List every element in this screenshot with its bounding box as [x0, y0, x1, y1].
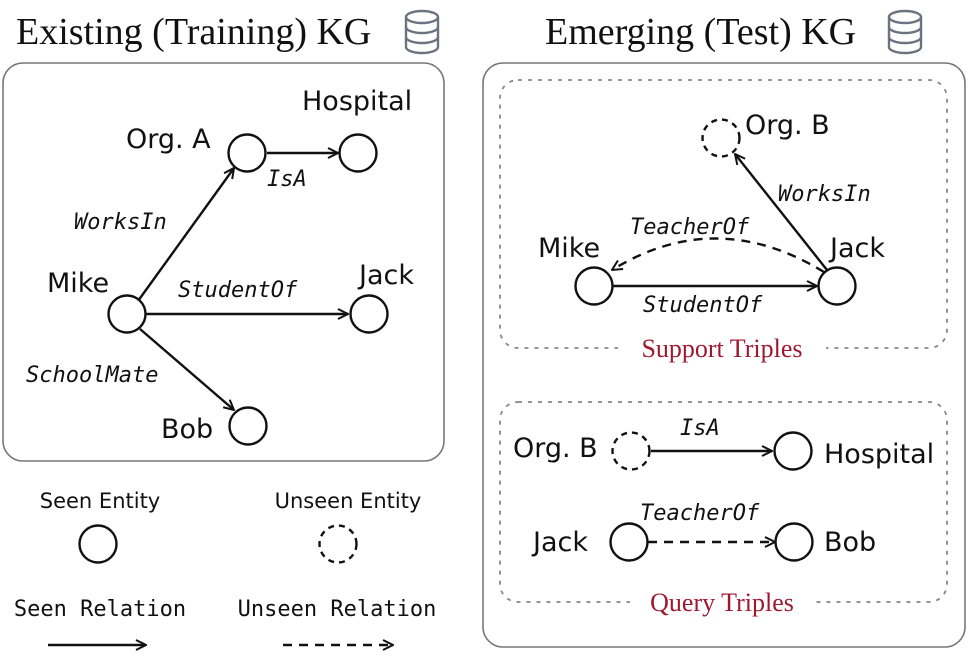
- label-jack-query: Jack: [531, 527, 588, 558]
- legend-seen-relation-label: Seen Relation: [14, 597, 186, 622]
- support-triples-label: Support Triples: [641, 334, 802, 363]
- label-org-a: Org. A: [126, 124, 211, 155]
- rel-label-worksin-support: WorksIn: [778, 182, 871, 207]
- existing-kg-panel: [2, 62, 445, 462]
- entity-jack: [349, 294, 389, 334]
- label-org-b-support: Org. B: [745, 110, 830, 141]
- rel-label-studentof: StudentOf: [178, 278, 298, 303]
- database-icon: [887, 9, 923, 55]
- rel-label-isa: IsA: [267, 167, 307, 192]
- database-icon: [404, 9, 440, 55]
- label-mike: Mike: [47, 268, 109, 299]
- entity-bob-query: [774, 522, 814, 562]
- emerging-kg-panel: [482, 62, 966, 648]
- entity-org-b-query: [611, 431, 651, 471]
- label-bob-query: Bob: [824, 527, 876, 558]
- legend-seen-entity-icon: [78, 524, 118, 564]
- emerging-kg-title: Emerging (Test) KG: [545, 11, 856, 53]
- rel-label-teacherof-query: TeacherOf: [640, 501, 760, 526]
- rel-label-teacherof-support: TeacherOf: [630, 215, 750, 240]
- entity-mike: [107, 294, 147, 334]
- entity-jack-support: [817, 266, 857, 306]
- entity-org-a: [227, 133, 267, 173]
- query-label-bg: [630, 588, 816, 618]
- entity-org-b-support: [701, 118, 741, 158]
- entity-hospital: [338, 133, 378, 173]
- label-bob: Bob: [161, 414, 213, 445]
- label-jack-support: Jack: [828, 233, 885, 264]
- label-hospital-query: Hospital: [824, 439, 934, 470]
- label-hospital: Hospital: [302, 86, 412, 117]
- legend-seen-entity-label: Seen Entity: [40, 489, 160, 513]
- rel-label-studentof-support: StudentOf: [643, 293, 763, 318]
- label-mike-support: Mike: [538, 233, 600, 264]
- edge-mike-schoolmate-bob: [139, 328, 234, 410]
- entity-bob: [228, 406, 268, 446]
- label-org-b-query: Org. B: [513, 433, 598, 464]
- query-triples-panel: [499, 401, 948, 603]
- rel-label-isa-query: IsA: [680, 416, 720, 441]
- legend-unseen-relation-label: Unseen Relation: [238, 597, 437, 622]
- existing-kg-title: Existing (Training) KG: [16, 11, 371, 53]
- label-jack: Jack: [357, 260, 414, 291]
- query-triples-label: Query Triples: [650, 588, 794, 617]
- entity-mike-support: [574, 266, 614, 306]
- rel-label-worksin: WorksIn: [74, 210, 167, 235]
- edge-jack-worksin-orgb: [735, 154, 828, 271]
- edge-jack-teacherof-mike: [612, 237, 825, 274]
- entity-jack-query: [609, 522, 649, 562]
- edge-mike-worksin-orga: [137, 168, 234, 302]
- support-label-bg: [618, 334, 826, 364]
- entity-hospital-query: [773, 431, 813, 471]
- legend-unseen-entity-label: Unseen Entity: [275, 489, 422, 513]
- legend-unseen-entity-icon: [318, 524, 358, 564]
- rel-label-schoolmate: SchoolMate: [26, 363, 158, 388]
